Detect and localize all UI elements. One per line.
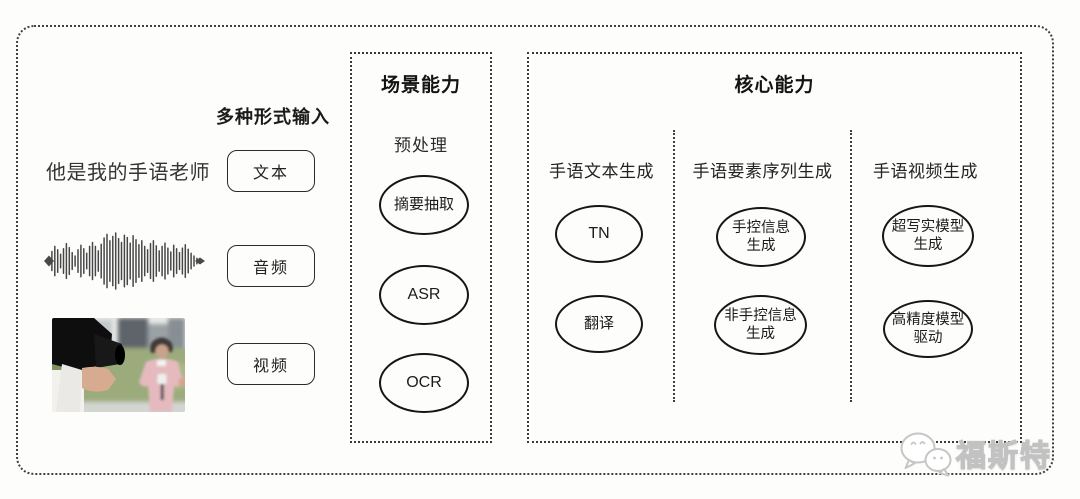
scene-capability-title: 场景能力: [380, 75, 461, 96]
chat-bubbles-icon: [900, 432, 952, 477]
node-asr: ASR: [379, 265, 469, 325]
node-summary-extraction: 摘要抽取: [379, 175, 469, 235]
input-chip-video: 视频: [227, 343, 315, 385]
column-header-sl-video-generation: 手语视频生成: [873, 162, 978, 181]
input-chip-audio: 音频: [227, 245, 315, 287]
input-chip-video-label: 视频: [252, 358, 289, 375]
node-non-manual-feature-generation: 非手控信息 生成: [714, 295, 807, 355]
outer-dotted-frame: [16, 25, 1054, 475]
watermark: 福斯特: [898, 426, 1052, 480]
input-section-label: 多种形式输入: [216, 107, 330, 127]
input-chip-audio-label: 音频: [252, 260, 289, 277]
core-capability-title: 核心能力: [734, 75, 815, 96]
scene-capability-box: 场景能力 预处理 摘要抽取 ASR OCR: [350, 52, 492, 443]
preprocessing-label: 预处理: [394, 136, 448, 155]
sample-sentence-text: 他是我的手语老师: [46, 162, 210, 184]
input-chip-text: 文本: [227, 150, 315, 192]
node-ocr: OCR: [379, 353, 469, 413]
node-manual-feature-generation: 手控信息 生成: [716, 207, 806, 267]
audio-waveform-icon: [44, 232, 205, 290]
column-header-sl-element-sequence-generation: 手语要素序列生成: [692, 162, 833, 181]
core-capability-box: 核心能力 手语文本生成 手语要素序列生成 手语视频生成 TN 翻译 手控信息 生…: [527, 52, 1022, 443]
reporter-photo-thumbnail: [52, 318, 185, 412]
column-divider-2: [850, 130, 852, 402]
node-tn: TN: [555, 205, 643, 263]
column-header-sl-text-generation: 手语文本生成: [549, 162, 654, 181]
input-chip-text-label: 文本: [252, 165, 289, 182]
node-high-precision-model-driving: 高精度模型 驱动: [883, 300, 973, 358]
column-divider-1: [673, 130, 675, 402]
node-translation: 翻译: [555, 295, 643, 353]
node-hyperrealistic-model-generation: 超写实模型 生成: [882, 205, 974, 267]
watermark-text: 福斯特: [955, 439, 1052, 473]
